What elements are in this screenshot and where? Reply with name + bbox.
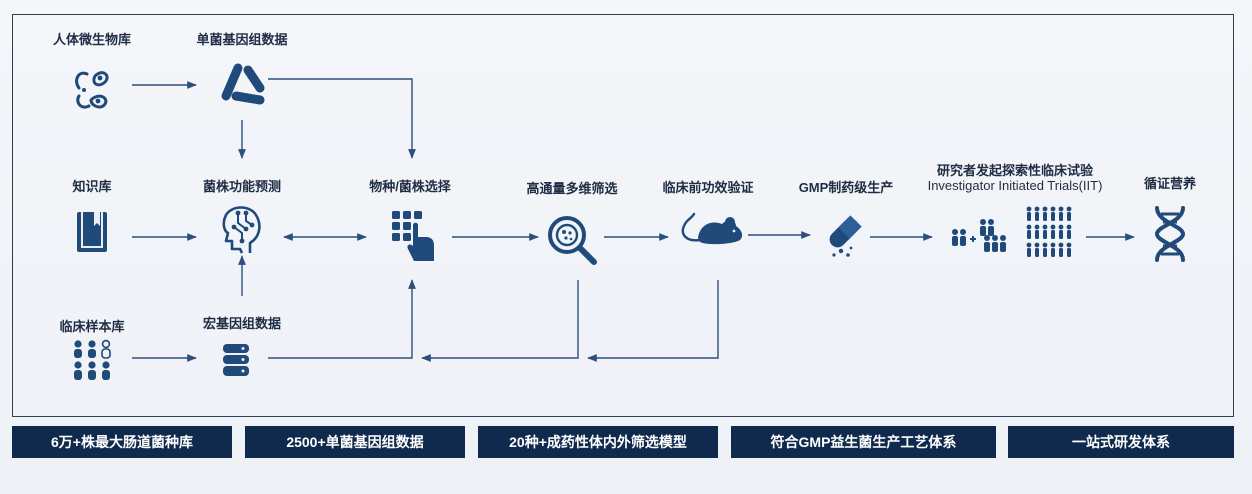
node-label-strain-function-pred: 菌株功能预测	[202, 179, 282, 194]
highlight-bar-one-stop-rd: 一站式研发体系	[1008, 426, 1234, 458]
trial-people-icon	[952, 219, 1006, 252]
mouse-icon	[681, 212, 743, 245]
node-label-high-throughput-screen: 高通量多维筛选	[526, 181, 618, 196]
database-icon	[223, 344, 249, 376]
node-label-preclinical-efficacy: 临床前功效验证	[662, 180, 754, 195]
book-icon	[77, 212, 107, 252]
highlight-bar-genome-data: 2500+单菌基因组数据	[245, 426, 465, 458]
node-label-species-strain-select: 物种/菌株选择	[369, 179, 451, 194]
crowd-icon	[1026, 206, 1072, 257]
bacilli-icon	[221, 63, 265, 105]
node-label-iit-cn: 研究者发起探索性临床试验	[936, 163, 1094, 178]
magnifier-icon	[548, 216, 597, 265]
node-label-human-microbe-lib: 人体微生物库	[52, 32, 132, 47]
highlight-bar-strain-library: 6万+株最大肠道菌种库	[12, 426, 232, 458]
highlight-bar-gmp-process: 符合GMP益生菌生产工艺体系	[731, 426, 996, 458]
node-label-metagenome-data: 宏基因组数据	[202, 316, 282, 331]
node-label-evidence-nutrition: 循证营养	[1143, 176, 1197, 191]
node-label-single-strain-genome: 单菌基因组数据	[196, 32, 288, 47]
capsule-icon	[829, 215, 862, 257]
people-group-icon	[74, 339, 111, 380]
ai-head-icon	[222, 206, 261, 254]
diagram-frame	[12, 14, 1234, 417]
bacteria-icon	[75, 71, 109, 109]
highlight-bar-screening-models: 20种+成药性体内外筛选模型	[478, 426, 718, 458]
node-label-gmp-production: GMP制药级生产	[798, 180, 894, 195]
node-label-clinical-sample-lib: 临床样本库	[59, 319, 125, 334]
node-label-knowledge-base: 知识库	[72, 179, 112, 194]
dna-icon	[1154, 206, 1186, 262]
node-label-iit-en: Investigator Initiated Trials(IIT)	[927, 178, 1103, 193]
keypad-hand-icon	[392, 211, 434, 261]
